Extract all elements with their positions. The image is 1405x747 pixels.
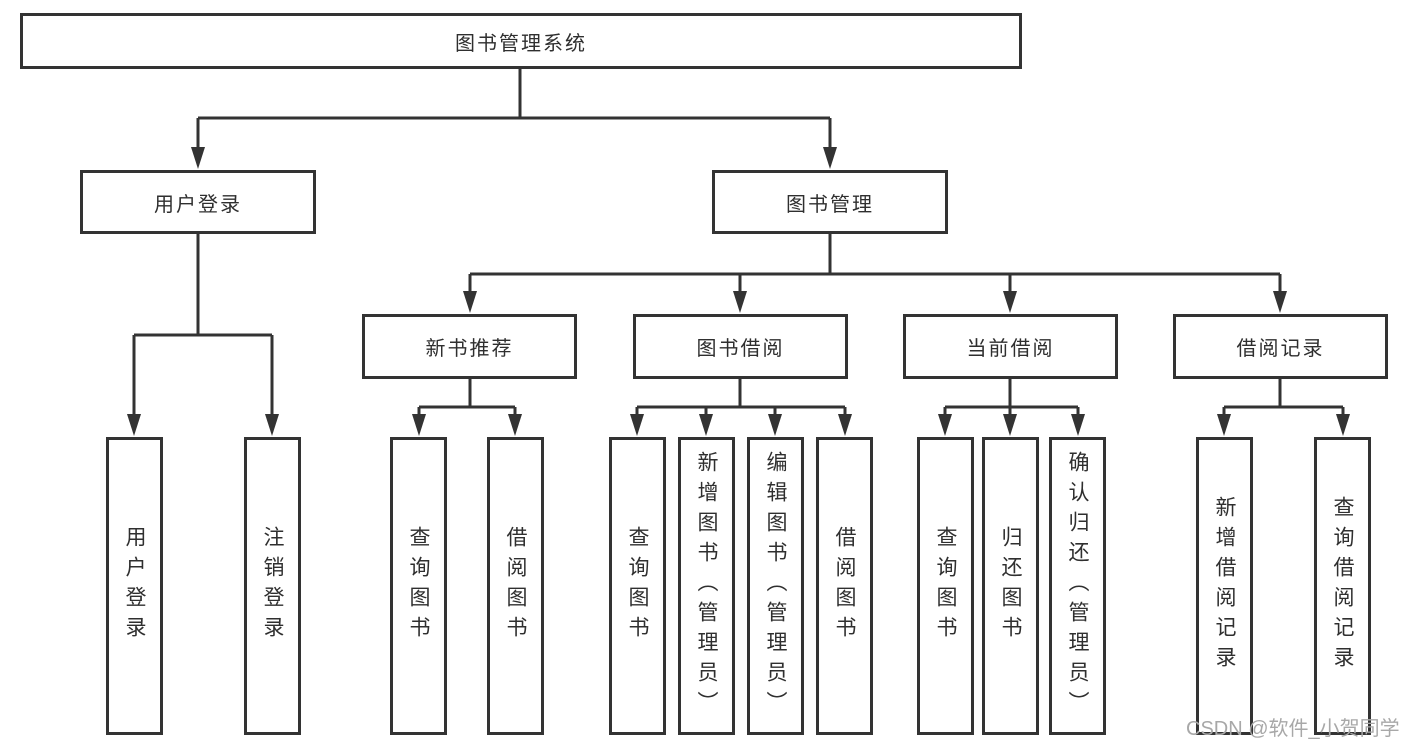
leaf-add-borrow-record: 新增借阅记录 xyxy=(1196,437,1253,735)
leaf-query-books-current: 查询图书 xyxy=(917,437,974,735)
connector-book-borrow-to-leaves xyxy=(635,379,847,416)
node-book-borrow: 图书借阅 xyxy=(633,314,848,379)
leaf-return-book: 归还图书 xyxy=(982,437,1039,735)
node-user-login: 用户登录 xyxy=(80,170,316,234)
node-borrow-records: 借阅记录 xyxy=(1173,314,1388,379)
leaf-confirm-return-admin: 确认归还（管理员） xyxy=(1049,437,1106,735)
leaf-add-book-admin: 新增图书（管理员） xyxy=(678,437,735,735)
node-book-management: 图书管理 xyxy=(712,170,948,234)
leaf-user-login: 用户登录 xyxy=(106,437,163,735)
connector-new-book-recommend-to-leaves xyxy=(417,379,517,416)
leaf-edit-book-admin: 编辑图书（管理员） xyxy=(747,437,804,735)
node-new-book-recommend: 新书推荐 xyxy=(362,314,577,379)
leaf-borrow-books: 借阅图书 xyxy=(816,437,873,735)
leaf-logout: 注销登录 xyxy=(244,437,301,735)
connector-current-borrow-to-leaves xyxy=(943,379,1080,416)
connector-user-login-to-leaves xyxy=(132,234,274,416)
leaf-query-borrow-record: 查询借阅记录 xyxy=(1314,437,1371,735)
leaf-query-books-recommend: 查询图书 xyxy=(390,437,447,735)
node-current-borrow: 当前借阅 xyxy=(903,314,1118,379)
leaf-borrow-books-recommend: 借阅图书 xyxy=(487,437,544,735)
connector-root-to-level2 xyxy=(196,69,832,150)
node-root-system: 图书管理系统 xyxy=(20,13,1022,69)
leaf-query-books-borrow: 查询图书 xyxy=(609,437,666,735)
connector-book-management-to-level3 xyxy=(468,234,1282,293)
connector-borrow-records-to-leaves xyxy=(1222,379,1345,416)
csdn-watermark: CSDN @软件_小贺同学 xyxy=(1186,718,1400,740)
